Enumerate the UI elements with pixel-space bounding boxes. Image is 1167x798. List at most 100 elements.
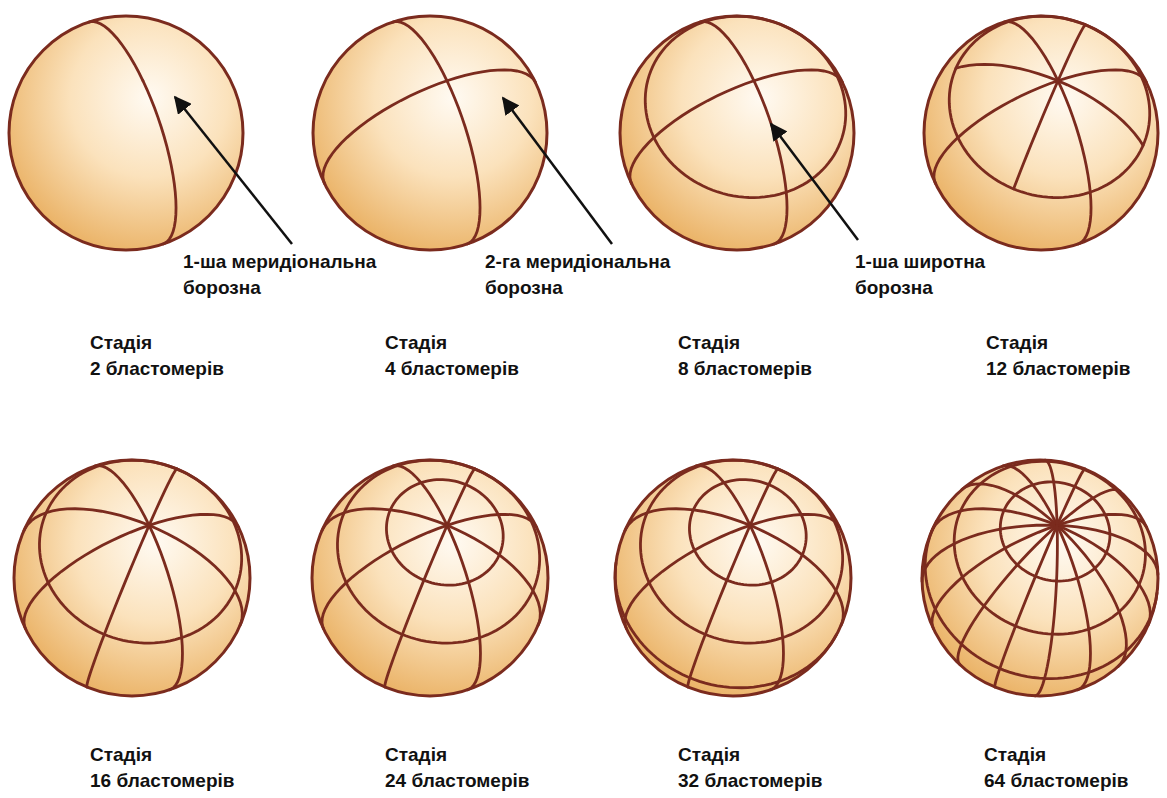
embryo-outline [14, 460, 250, 696]
embryo-sphere [924, 16, 1158, 250]
callout-label: 2-га меридіональна борозна [485, 251, 670, 298]
cleavage-furrow [1057, 525, 1150, 625]
embryo-sphere [312, 460, 548, 696]
leader-arrow [175, 97, 292, 244]
cleavage-furrow [754, 81, 787, 244]
cleavage-furrow [447, 81, 480, 244]
line-break-spacer [159, 330, 280, 356]
cleavage-furrow [700, 22, 754, 81]
cleavage-furrow [87, 525, 149, 687]
cleavage-furrow [143, 81, 176, 244]
cleavage-furrow [956, 64, 1058, 80]
cleavage-furrow [645, 16, 845, 197]
stage-label-box: Стадія 32 бластомерів [678, 742, 868, 794]
cleavage-furrow [447, 525, 480, 690]
embryo-group [9, 16, 1158, 696]
embryo-outline [313, 16, 547, 250]
cleavage-furrow [1014, 81, 1058, 189]
line-break-spacer [159, 742, 280, 768]
line-break-spacer [747, 330, 868, 356]
leader-arrow [503, 98, 612, 244]
stage-label: Стадія 16 бластомерів [90, 744, 234, 791]
stage-label: Стадія 64 бластомерів [984, 744, 1128, 791]
cleavage-furrow [925, 521, 1157, 678]
cleavage-furrow [1058, 70, 1147, 83]
cleavage-furrow [688, 525, 750, 687]
cleavage-furrow [447, 469, 475, 525]
stage-label-box: Стадія 12 бластомерів [986, 330, 1164, 382]
stage-label: Стадія 12 бластомерів [986, 332, 1130, 379]
cleavage-furrow [1035, 525, 1057, 696]
cleavage-furrow [932, 509, 1057, 531]
embryo-sphere [9, 16, 243, 250]
cleavage-furrow [1000, 482, 1110, 581]
cleavage-furrow [1058, 81, 1143, 146]
cleavage-furrow [1057, 525, 1090, 690]
stage-label: Стадія 4 бластомерів [385, 332, 519, 379]
cleavage-furrow [949, 16, 1149, 197]
line-break-spacer [747, 742, 868, 768]
cleavage-furrow [689, 480, 806, 586]
embryo-outline [615, 460, 851, 696]
stage-label-box: Стадія 8 бластомерів [678, 330, 868, 382]
cleavage-furrow [1057, 469, 1085, 525]
stage-label-box: Стадія 24 бластомерів [385, 742, 575, 794]
stage-label-box: Стадія 4 бластомерів [385, 330, 575, 382]
embryo-outline [620, 16, 854, 250]
embryo-outline [922, 460, 1158, 696]
leader-arrow [771, 124, 858, 240]
embryo-body [620, 16, 854, 250]
embryo-body [615, 460, 851, 696]
stage-label: Стадія 8 бластомерів [678, 332, 812, 379]
callout-label-box: 2-га меридіональна борозна [485, 249, 725, 301]
stage-label-box: Стадія 64 бластомерів [984, 742, 1164, 794]
embryo-body [9, 16, 243, 250]
cleavage-furrow [640, 460, 842, 643]
cleavage-furrow [750, 469, 778, 525]
cleavage-furrow [149, 525, 182, 690]
embryo-outline [312, 460, 548, 696]
line-break-spacer [454, 330, 575, 356]
stage-label: Стадія 24 бластомерів [385, 744, 529, 791]
cleavage-furrow [393, 22, 447, 81]
cleavage-furrow [337, 460, 539, 643]
embryo-body [924, 16, 1158, 250]
cleavage-furrow [149, 469, 177, 525]
embryo-outline [9, 16, 243, 250]
callout-label: 1-ша меридіональна борозна [183, 251, 376, 298]
cleavage-furrow [1057, 514, 1146, 527]
line-break-spacer [1053, 742, 1164, 768]
embryo-body [312, 460, 548, 696]
cleavage-furrow [385, 525, 447, 687]
embryo-body [922, 460, 1158, 696]
cleavage-furrow [750, 525, 843, 625]
cleavage-furrow [149, 525, 242, 625]
cleavage-furrow [1058, 81, 1091, 244]
stage-label-box: Стадія 2 бластомерів [90, 330, 280, 382]
callout-label-box: 1-ша меридіональна борозна [183, 249, 423, 301]
cleavage-furrow [750, 514, 839, 527]
cleavage-furrow [750, 525, 783, 690]
cleavage-furrow [1045, 460, 1057, 525]
line-break-spacer [454, 742, 575, 768]
stage-label: Стадія 32 бластомерів [678, 744, 822, 791]
cleavage-furrow [1058, 25, 1085, 81]
cleavage-furrow [39, 460, 241, 643]
embryo-body [14, 460, 250, 696]
cleavage-furrow [323, 81, 447, 184]
leader-group [175, 97, 858, 244]
stage-label: Стадія 2 бластомерів [90, 332, 224, 379]
cleavage-furrow [615, 563, 836, 688]
embryo-sphere [615, 460, 851, 696]
cleavage-furrow [447, 70, 536, 83]
cleavage-furrow [630, 81, 754, 184]
callout-label-box: 1-ша широтна борозна [855, 249, 1005, 301]
cleavage-furrow [447, 514, 536, 527]
cleavage-furrow [754, 70, 843, 83]
embryo-sphere [620, 16, 854, 250]
cleavage-furrow [934, 81, 1058, 184]
embryo-sphere [14, 460, 250, 696]
embryo-sphere [313, 16, 547, 250]
